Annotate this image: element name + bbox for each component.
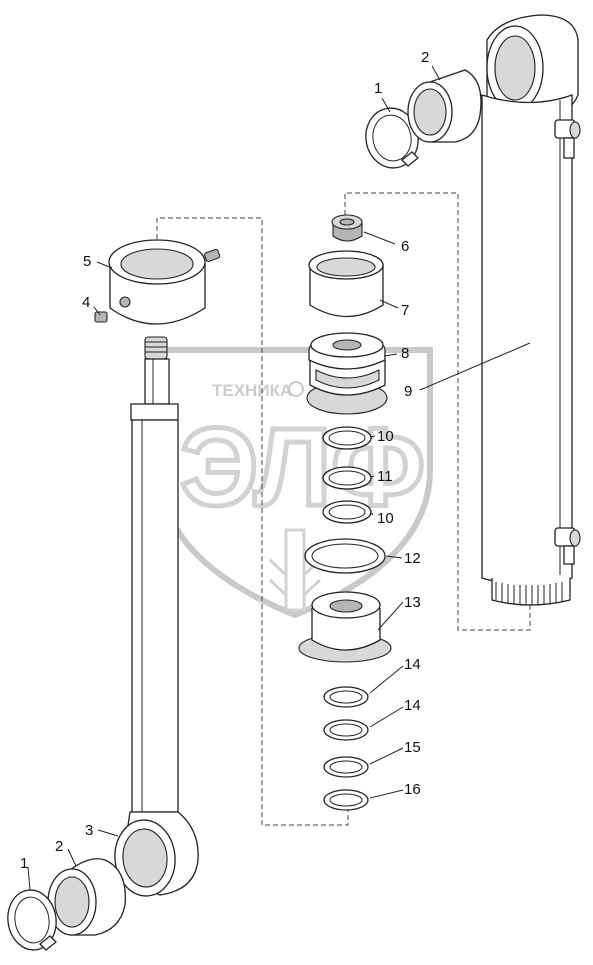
callout-labels: 1 2 5 4 6 7 8 9 10 11 10 12 13 14 14 15 … <box>20 49 429 872</box>
watermark-top-text: ТЕХНИКА <box>212 381 292 400</box>
upper-port-fitting <box>554 119 581 159</box>
bushing-lower <box>47 858 126 936</box>
wiper-ring-14-lower <box>323 719 369 741</box>
piston-rod <box>130 336 179 813</box>
lower-port-fitting <box>554 527 581 565</box>
callout-2-upper: 2 <box>421 49 429 66</box>
callout-6: 6 <box>401 238 409 255</box>
callout-16: 16 <box>404 781 421 798</box>
guide-sleeve <box>308 250 384 318</box>
callout-4: 4 <box>82 294 90 311</box>
callout-13: 13 <box>404 594 421 611</box>
retaining-ring-upper <box>365 107 419 169</box>
o-ring-10-lower <box>322 500 372 524</box>
callout-14-upper: 14 <box>404 656 421 673</box>
callout-1-lower: 1 <box>20 855 28 872</box>
callout-2-lower: 2 <box>55 838 63 855</box>
callout-14-lower: 14 <box>404 697 421 714</box>
leader-lines <box>27 65 531 891</box>
callout-8: 8 <box>401 345 409 362</box>
callout-1-upper: 1 <box>374 80 382 97</box>
callout-5: 5 <box>83 253 91 270</box>
callout-3: 3 <box>85 822 93 839</box>
assembly-guides <box>156 192 531 826</box>
lock-nut <box>331 214 363 242</box>
watermark: ТЕХНИКА ЭЛФ <box>157 347 433 619</box>
watermark-wheat-icon <box>268 528 322 612</box>
callout-15: 15 <box>404 739 421 756</box>
o-ring-10-upper <box>322 426 372 450</box>
barrel-thread <box>495 582 563 605</box>
rod-eye <box>114 811 199 897</box>
ring-15 <box>323 756 369 778</box>
callout-10-lower: 10 <box>377 510 394 527</box>
watermark-main-text: ЭЛФ <box>180 406 425 529</box>
bushing-upper <box>407 69 482 143</box>
rod-head-nut <box>108 239 206 325</box>
backup-ring-11 <box>322 466 372 490</box>
callout-10-upper: 10 <box>377 428 394 445</box>
callout-11: 11 <box>377 468 393 485</box>
seal-ring-12 <box>304 538 386 574</box>
ring-16 <box>323 789 369 811</box>
callout-9: 9 <box>404 383 412 400</box>
retaining-ring-lower <box>7 889 57 951</box>
cylinder-barrel <box>481 14 581 606</box>
gland-13 <box>298 591 392 663</box>
set-screw-left <box>94 311 108 323</box>
set-screw-right <box>204 248 221 263</box>
callout-7: 7 <box>401 302 409 319</box>
wiper-ring-14-upper <box>323 686 369 708</box>
callout-12: 12 <box>404 550 421 567</box>
piston-head <box>306 332 388 415</box>
